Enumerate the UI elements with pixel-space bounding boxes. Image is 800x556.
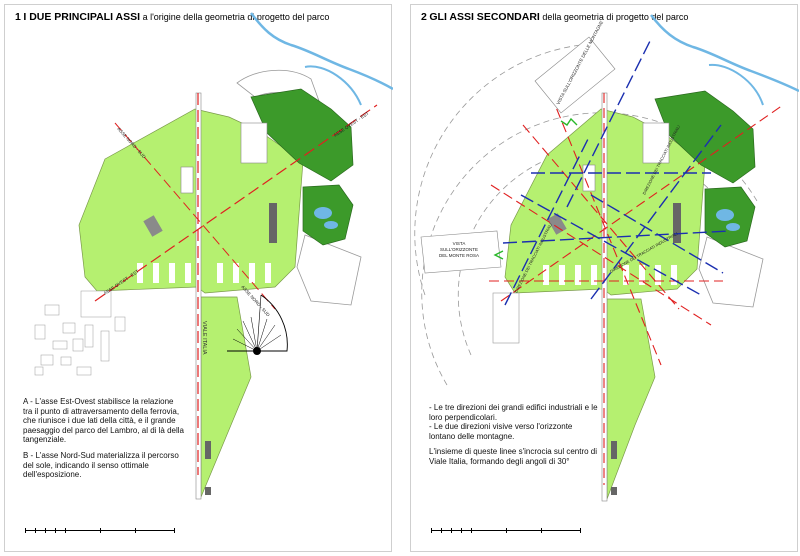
industrial-building: [547, 213, 567, 235]
sun-path-diagram: [227, 294, 288, 355]
axis-north-south-diagonal: [114, 122, 276, 310]
view-label-monte-rosa-3: DEL MONTE ROSA: [439, 253, 479, 258]
secondary-axes: [502, 38, 730, 306]
description-a: A - L'asse Est-Ovest stabilisce la relaz…: [23, 397, 184, 445]
pond: [324, 221, 338, 229]
view-callouts: [420, 36, 616, 274]
sun-icon: [253, 347, 261, 355]
axis-label-north-south-bottom: ASSE NORD - SUD: [240, 284, 271, 318]
panel-title-rest: della geometria di progetto del parco: [542, 12, 689, 22]
road-outline: [296, 234, 362, 306]
park-map-secondary-axes: VISTA SULL'ORIZZONTE DELLE MONTAGNE VIST…: [414, 14, 799, 502]
pond: [716, 209, 734, 221]
industrial-building: [205, 441, 211, 459]
industrial-building: [143, 215, 163, 237]
description-summary: L'insieme di queste linee s'incrocia sul…: [429, 447, 598, 466]
axis-west-east: [94, 104, 378, 302]
sight-marker-icon: [560, 117, 578, 126]
view-label-monte-rosa-2: SULL'ORIZZONTE: [440, 247, 478, 252]
lambro-park-north: [654, 90, 756, 184]
description-text: A - L'asse Est-Ovest stabilisce la relaz…: [23, 397, 185, 486]
panel-number: 1: [15, 11, 21, 23]
building: [582, 164, 596, 192]
panel-main-axes: 1 I DUE PRINCIPALI ASSI a l'origine dell…: [4, 4, 393, 552]
view-label-monte-rosa-1: VISTA: [453, 241, 466, 246]
park-area-south: [200, 296, 252, 498]
park-edge-notches: [543, 265, 677, 285]
building: [240, 122, 268, 164]
panel-title: 2 GLI ASSI SECONDARI della geometria di …: [421, 11, 688, 23]
panel-title-bold: GLI ASSI SECONDARI: [429, 11, 540, 23]
sight-marker-icon: [493, 250, 504, 260]
river-branch: [708, 63, 764, 106]
park-area-south: [606, 298, 656, 500]
river-branch: [304, 65, 362, 106]
viale-italia-label: VIALE ITALIA: [201, 321, 207, 355]
pond: [726, 223, 740, 231]
description-bullet-1: - Le tre direzioni dei grandi edifici in…: [429, 403, 598, 422]
building: [180, 166, 194, 194]
road-outline: [236, 69, 320, 102]
scale-bar: [431, 528, 581, 534]
urban-blocks: [34, 290, 126, 376]
river: [650, 14, 799, 93]
description-bullet-2: - Le due direzioni visive verso l'orizzo…: [429, 422, 573, 441]
description-text: - Le tre direzioni dei grandi edifici in…: [429, 403, 599, 473]
industrial-building: [611, 441, 617, 459]
description-b: B - L'asse Nord-Sud materializza il perc…: [23, 450, 179, 480]
panel-title-bold: I DUE PRINCIPALI ASSI: [23, 11, 141, 23]
industrial-building: [205, 487, 211, 495]
park-edge-notches: [137, 263, 271, 283]
industrial-building: [269, 203, 277, 243]
lambro-park-north: [250, 88, 354, 182]
panel-title: 1 I DUE PRINCIPALI ASSI a l'origine dell…: [15, 11, 329, 23]
panel-secondary-axes: 2 GLI ASSI SECONDARI della geometria di …: [410, 4, 799, 552]
scale-bar: [25, 528, 175, 534]
pond: [314, 207, 332, 219]
river: [250, 12, 393, 91]
building: [642, 122, 670, 164]
park-map-main-axes: VIALE ITALIA ASSE OVEST - EST ASSE NORD …: [34, 12, 393, 500]
building: [492, 292, 520, 344]
panel-number: 2: [421, 11, 427, 23]
industrial-building: [673, 203, 681, 243]
panel-title-rest: a l'origine della geometria di progetto …: [142, 12, 330, 22]
road-outline: [698, 236, 764, 308]
main-axes: [489, 93, 784, 485]
industrial-building: [611, 487, 617, 495]
